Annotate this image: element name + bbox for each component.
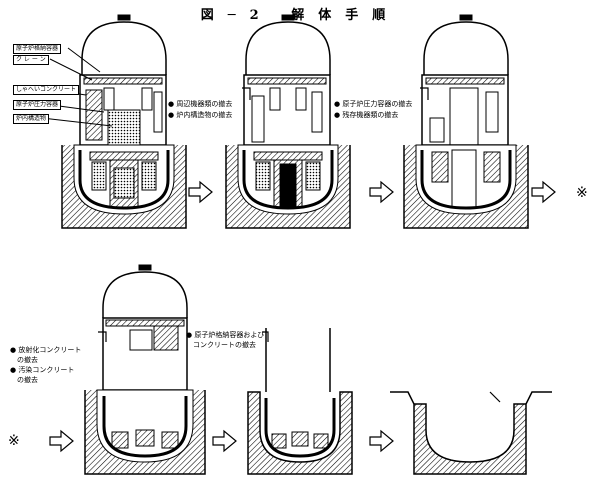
step2-note-2: ● 残存機器類の撤去 <box>334 111 399 119</box>
label-containment-vessel: 原子炉格納容器 <box>13 44 62 54</box>
step5-illustration <box>247 328 353 475</box>
step4-illustration <box>84 264 206 475</box>
step6-illustration <box>390 391 552 475</box>
label-reactor-internals: 炉内構造物 <box>13 114 50 124</box>
step1-note-1: ● 周辺機器類の撤去 <box>168 100 233 108</box>
step5-note-2: コンクリートの撤去 <box>186 341 256 349</box>
step4-note-4: の撤去 <box>10 376 38 384</box>
step1-illustration <box>41 14 187 229</box>
continuation-mark-top: ※ <box>576 185 588 201</box>
step1-note-2: ● 炉内構造物の撤去 <box>168 111 233 119</box>
label-crane: ク レ ー ン <box>13 55 49 65</box>
step4-note-2: の撤去 <box>10 356 38 364</box>
step5-note-1: ● 原子炉格納容器および <box>186 331 265 339</box>
label-shield-concrete: しゃへいコンクリート <box>13 85 80 95</box>
step2-note-1: ● 原子炉圧力容器の撤去 <box>334 100 413 108</box>
step3-illustration <box>403 14 529 229</box>
continuation-mark-bottom: ※ <box>8 433 20 449</box>
label-reactor-pressure-vessel: 原子炉圧力容器 <box>13 100 62 110</box>
step2-illustration <box>225 14 351 229</box>
step4-note-3: ● 汚染コンクリート <box>10 366 75 374</box>
step4-note-1: ● 放射化コンクリート <box>10 346 82 354</box>
